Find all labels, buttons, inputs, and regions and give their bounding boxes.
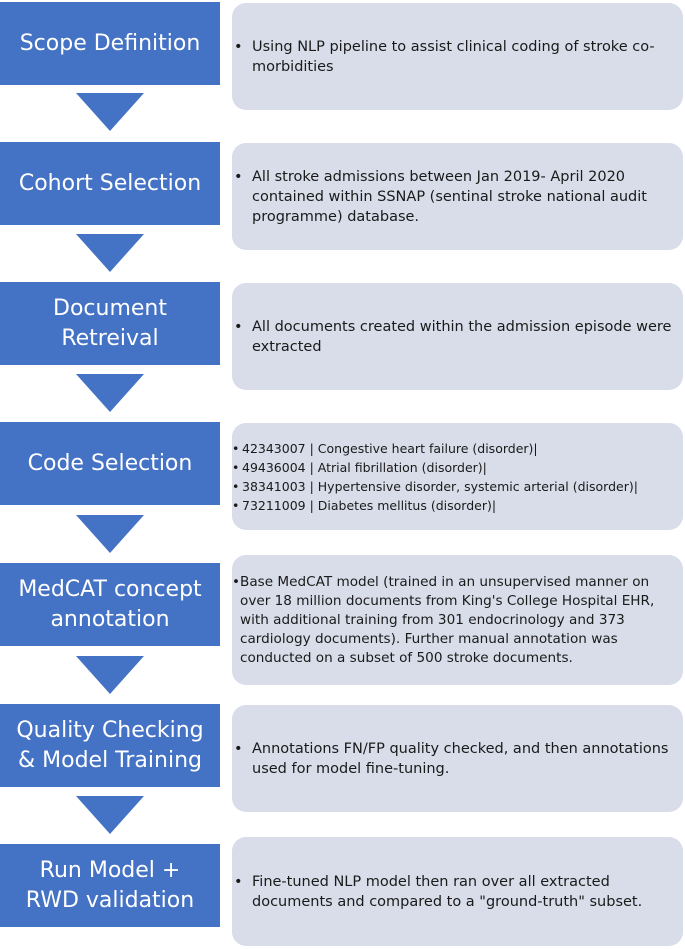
bullet-item: 49436004 | Atrial fibrillation (disorder… bbox=[232, 458, 638, 477]
description-box-document-retreival: All documents created within the admissi… bbox=[232, 283, 683, 390]
step-box-quality-checking-model-training: Quality Checking & Model Training bbox=[0, 704, 220, 787]
bullet-list: All documents created within the admissi… bbox=[232, 317, 683, 357]
description-box-code-selection: 42343007 | Congestive heart failure (dis… bbox=[232, 423, 683, 530]
step-box-run-model-rwd-validation: Run Model + RWD validation bbox=[0, 844, 220, 927]
bullet-list: Fine-tuned NLP model then ran over all e… bbox=[232, 872, 683, 912]
step-box-code-selection: Code Selection bbox=[0, 422, 220, 505]
bullet-item: All stroke admissions between Jan 2019- … bbox=[232, 167, 683, 227]
description-box-medcat-concept-annotation: Base MedCAT model (trained in an unsuper… bbox=[232, 555, 683, 685]
bullet-list: All stroke admissions between Jan 2019- … bbox=[232, 167, 683, 227]
step-box-scope-definition: Scope Definition bbox=[0, 2, 220, 85]
bullet-list: Base MedCAT model (trained in an unsuper… bbox=[232, 573, 683, 668]
bullet-list: Using NLP pipeline to assist clinical co… bbox=[232, 37, 683, 77]
down-arrow-icon bbox=[76, 93, 144, 131]
bullet-item: Annotations FN/FP quality checked, and t… bbox=[232, 739, 683, 779]
down-arrow-icon bbox=[76, 515, 144, 553]
down-arrow-icon bbox=[76, 234, 144, 272]
description-box-run-model-rwd-validation: Fine-tuned NLP model then ran over all e… bbox=[232, 837, 683, 946]
step-box-cohort-selection: Cohort Selection bbox=[0, 142, 220, 225]
step-box-document-retreival: Document Retreival bbox=[0, 282, 220, 365]
bullet-item: Base MedCAT model (trained in an unsuper… bbox=[232, 573, 683, 668]
bullet-item: 73211009 | Diabetes mellitus (disorder)| bbox=[232, 496, 638, 515]
down-arrow-icon bbox=[76, 656, 144, 694]
bullet-list: Annotations FN/FP quality checked, and t… bbox=[232, 739, 683, 779]
bullet-item: Using NLP pipeline to assist clinical co… bbox=[232, 37, 683, 77]
bullet-item: 42343007 | Congestive heart failure (dis… bbox=[232, 439, 638, 458]
description-box-quality-checking-model-training: Annotations FN/FP quality checked, and t… bbox=[232, 705, 683, 812]
bullet-item: 38341003 | Hypertensive disorder, system… bbox=[232, 477, 638, 496]
bullet-item: Fine-tuned NLP model then ran over all e… bbox=[232, 872, 683, 912]
bullet-item: All documents created within the admissi… bbox=[232, 317, 683, 357]
bullet-list: 42343007 | Congestive heart failure (dis… bbox=[232, 439, 638, 515]
step-box-medcat-concept-annotation: MedCAT concept annotation bbox=[0, 563, 220, 646]
down-arrow-icon bbox=[76, 796, 144, 834]
description-box-scope-definition: Using NLP pipeline to assist clinical co… bbox=[232, 3, 683, 110]
down-arrow-icon bbox=[76, 374, 144, 412]
description-box-cohort-selection: All stroke admissions between Jan 2019- … bbox=[232, 143, 683, 250]
